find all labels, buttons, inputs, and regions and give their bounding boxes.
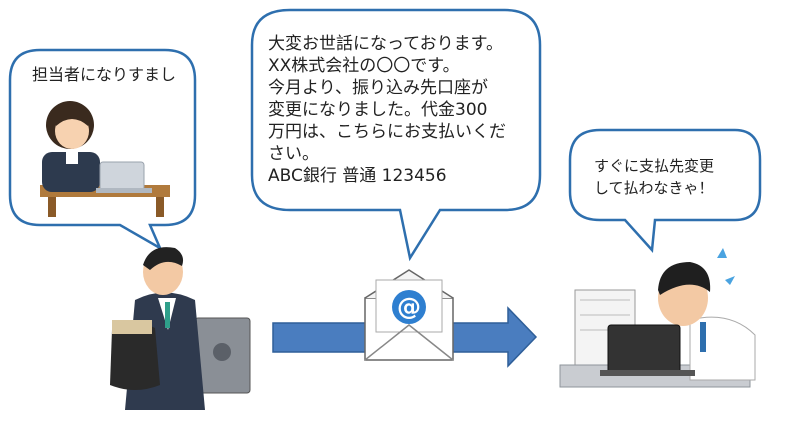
impersonator-speech-bubble xyxy=(8,48,197,251)
scammer-illustration xyxy=(110,247,251,410)
victim-bubble-text: すぐに支払先変更 して払わなきゃ！ xyxy=(594,155,714,199)
victim-line: すぐに支払先変更 xyxy=(594,157,715,175)
email-line: XX株式会社の〇〇です。 xyxy=(268,56,460,76)
fake-staff-illustration xyxy=(40,101,170,217)
email-line: 万円は、こちらにお支払いくだ xyxy=(268,122,506,142)
impersonator-bubble-text: 担当者になりすまし xyxy=(32,64,176,86)
at-sign: @ xyxy=(397,293,421,321)
email-line: 大変お世話になっております。 xyxy=(268,34,503,54)
victim-speech-bubble xyxy=(568,128,762,253)
email-line: ABC銀行 普通 123456 xyxy=(268,166,447,186)
email-envelope-icon: @ xyxy=(364,269,454,361)
email-message-text: 大変お世話になっております。 XX株式会社の〇〇です。 今月より、振り込み先口座… xyxy=(268,33,506,187)
email-line: 今月より、振り込み先口座が xyxy=(268,78,488,98)
victim-illustration xyxy=(559,248,756,388)
impersonator-text: 担当者になりすまし xyxy=(32,65,177,84)
email-speech-bubble xyxy=(250,8,542,262)
email-line: さい。 xyxy=(268,144,319,164)
victim-line: して払わなきゃ！ xyxy=(594,179,714,197)
email-line: 変更になりました。代金300 xyxy=(268,100,488,120)
